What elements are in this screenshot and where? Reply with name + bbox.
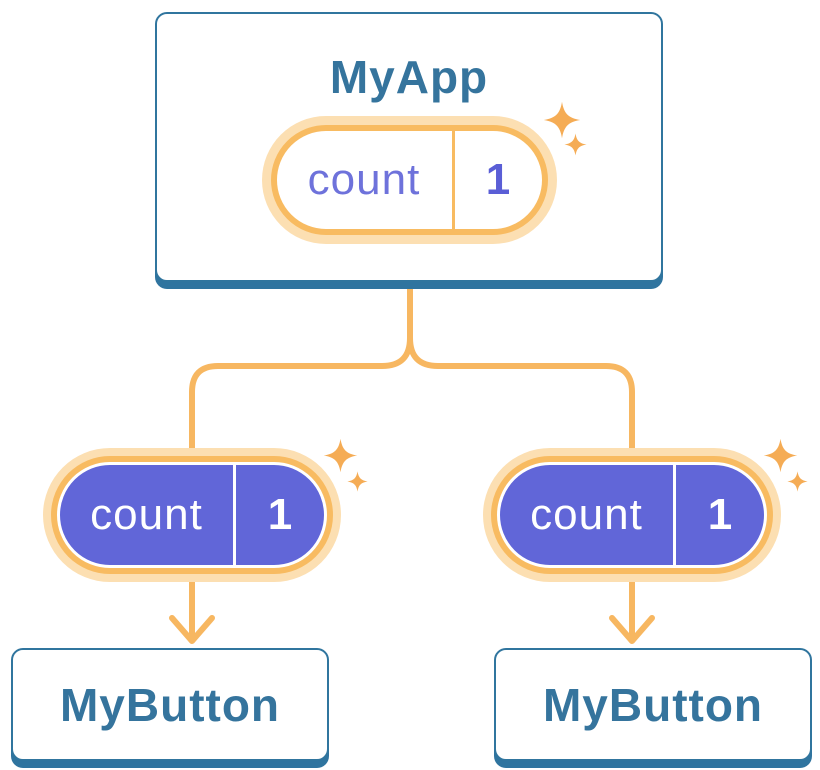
sparkle-icon-small [787,471,808,492]
pill-divider [451,131,455,229]
pill-divider [233,465,236,565]
state-pill-right: count 1 [483,448,781,582]
state-name-label: count [530,490,643,539]
sparkle-icon-small [347,471,368,492]
component-title: MyButton [542,678,764,731]
pill-divider [673,465,676,565]
sparkle-icon-small [564,133,587,156]
sparkle-icon-large [763,438,798,473]
component-title: MyApp [329,51,489,103]
state-value-label: 1 [485,155,511,204]
connector-branch-right [407,284,635,643]
state-pill-root: count 1 [261,116,557,244]
sparkle-icon-large [323,438,358,473]
component-title: MyButton [59,678,281,731]
state-value-label: 1 [267,490,293,539]
arrow-down-icon [609,615,655,644]
component-card-left: MyButton [11,648,329,761]
arrow-down-icon [169,615,215,644]
state-pill-left: count 1 [43,448,341,582]
component-card-right: MyButton [494,648,812,761]
state-name-label: count [307,155,421,204]
state-name-label: count [90,490,203,539]
component-card-root: MyApp count 1 [155,12,663,282]
state-value-label: 1 [707,490,733,539]
sparkle-icon-large [543,101,581,139]
